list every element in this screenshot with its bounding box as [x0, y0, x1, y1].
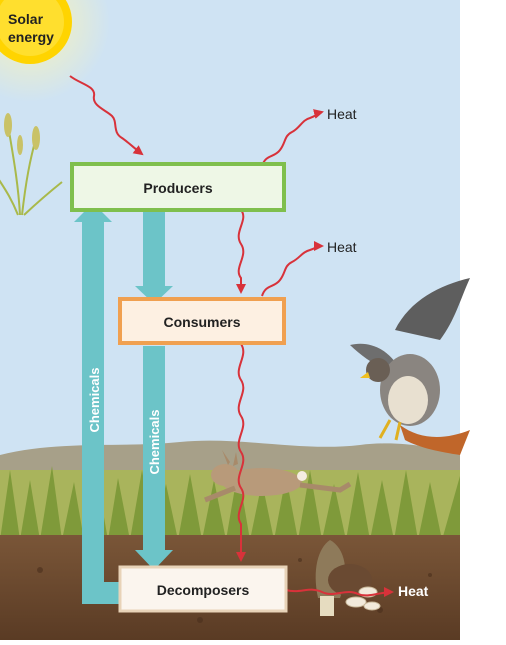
chemical-arrow-decomposers-to-producers	[74, 203, 120, 604]
heat-arrow-decomposers	[285, 587, 394, 598]
heat-label-1: Heat	[327, 106, 357, 122]
energy-arrow-producers-to-consumers	[236, 209, 246, 294]
heat-arrow-consumers	[261, 241, 324, 297]
mushroom-icon	[315, 540, 372, 616]
decomposers-box: Decomposers	[118, 565, 288, 613]
chemical-arrow-producers-to-consumers	[135, 212, 173, 304]
chemicals-label-left: Chemicals	[87, 367, 102, 432]
chemicals-label-right: Chemicals	[147, 409, 162, 474]
solar-energy-label-line2: energy	[8, 29, 54, 45]
solar-energy-label-line1: Solar	[8, 11, 44, 27]
consumers-box: Consumers	[118, 297, 286, 345]
chemical-arrow-consumers-to-decomposers	[135, 346, 173, 570]
heat-label-2: Heat	[327, 239, 357, 255]
decomposers-label: Decomposers	[157, 582, 250, 598]
sun-icon	[0, 0, 110, 102]
wheat-icon	[0, 113, 63, 216]
producers-box: Producers	[70, 162, 286, 212]
energy-arrow-sun-to-producers	[69, 75, 144, 156]
heat-label-3: Heat	[398, 583, 429, 599]
heat-arrow-producers	[261, 109, 324, 167]
energy-arrow-consumers-to-decomposers	[236, 343, 246, 562]
hawk-icon	[350, 278, 470, 455]
consumers-label: Consumers	[163, 314, 240, 330]
producers-label: Producers	[143, 180, 212, 196]
